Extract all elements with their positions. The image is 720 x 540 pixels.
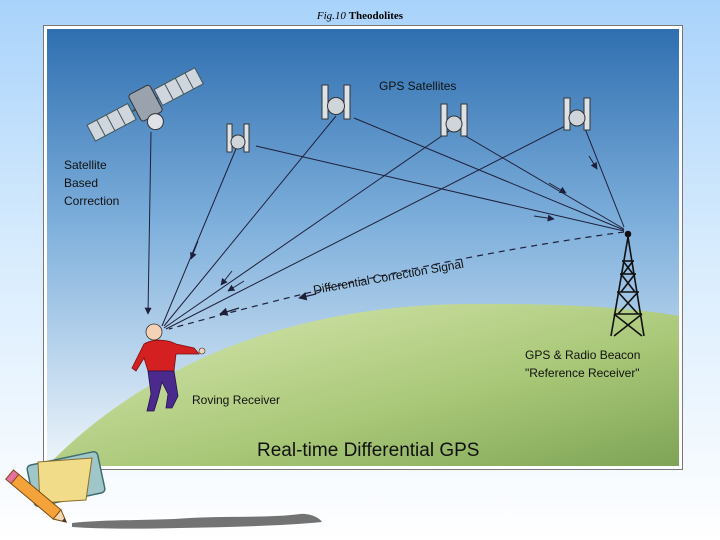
ink-swoosh [72, 513, 322, 529]
differential-correction-signal [168, 231, 625, 330]
rover-arrowheads [190, 240, 245, 292]
diagram-title: Real-time Differential GPS [257, 440, 479, 461]
signal-line [161, 143, 239, 327]
dgps-diagram: GPS Satellites Satellite Based Correctio… [43, 25, 683, 470]
reference-station-line: GPS & Radio Beacon [525, 348, 640, 362]
reference-station-line: "Reference Receiver" [525, 366, 640, 380]
satellite-signals-to-rover [144, 115, 576, 330]
roving-receiver-label: Roving Receiver [192, 393, 280, 407]
figure-title: Theodolites [348, 10, 404, 22]
figure-number: Fig.10 [316, 10, 346, 22]
gps-satellite-icon [321, 84, 351, 120]
signal-line [163, 130, 450, 329]
signal-line [163, 115, 337, 327]
person-icon [131, 323, 206, 412]
gps-satellite-icon [226, 123, 250, 153]
satellite-based-correction-line: Correction [64, 194, 119, 208]
correction-satellite-icon [86, 67, 204, 142]
radio-tower-icon [610, 230, 645, 337]
satellite-based-correction-label: Satellite Based Correction [64, 158, 119, 208]
gps-satellites-label: GPS Satellites [379, 79, 456, 93]
gps-satellite-icon [563, 97, 591, 131]
gps-satellite-icon [440, 103, 468, 137]
pencil-ruler-icon [5, 450, 106, 523]
satellite-based-correction-line: Based [64, 176, 98, 190]
signal-line [144, 131, 152, 315]
satellite-signals-to-reference [255, 117, 625, 232]
satellite-based-correction-line: Satellite [64, 158, 107, 172]
reference-station-label: GPS & Radio Beacon "Reference Receiver" [525, 348, 644, 380]
slide-caption: Fig.10 Theodolites [0, 10, 720, 22]
signal-line [165, 120, 576, 330]
ground-hill [47, 303, 679, 466]
